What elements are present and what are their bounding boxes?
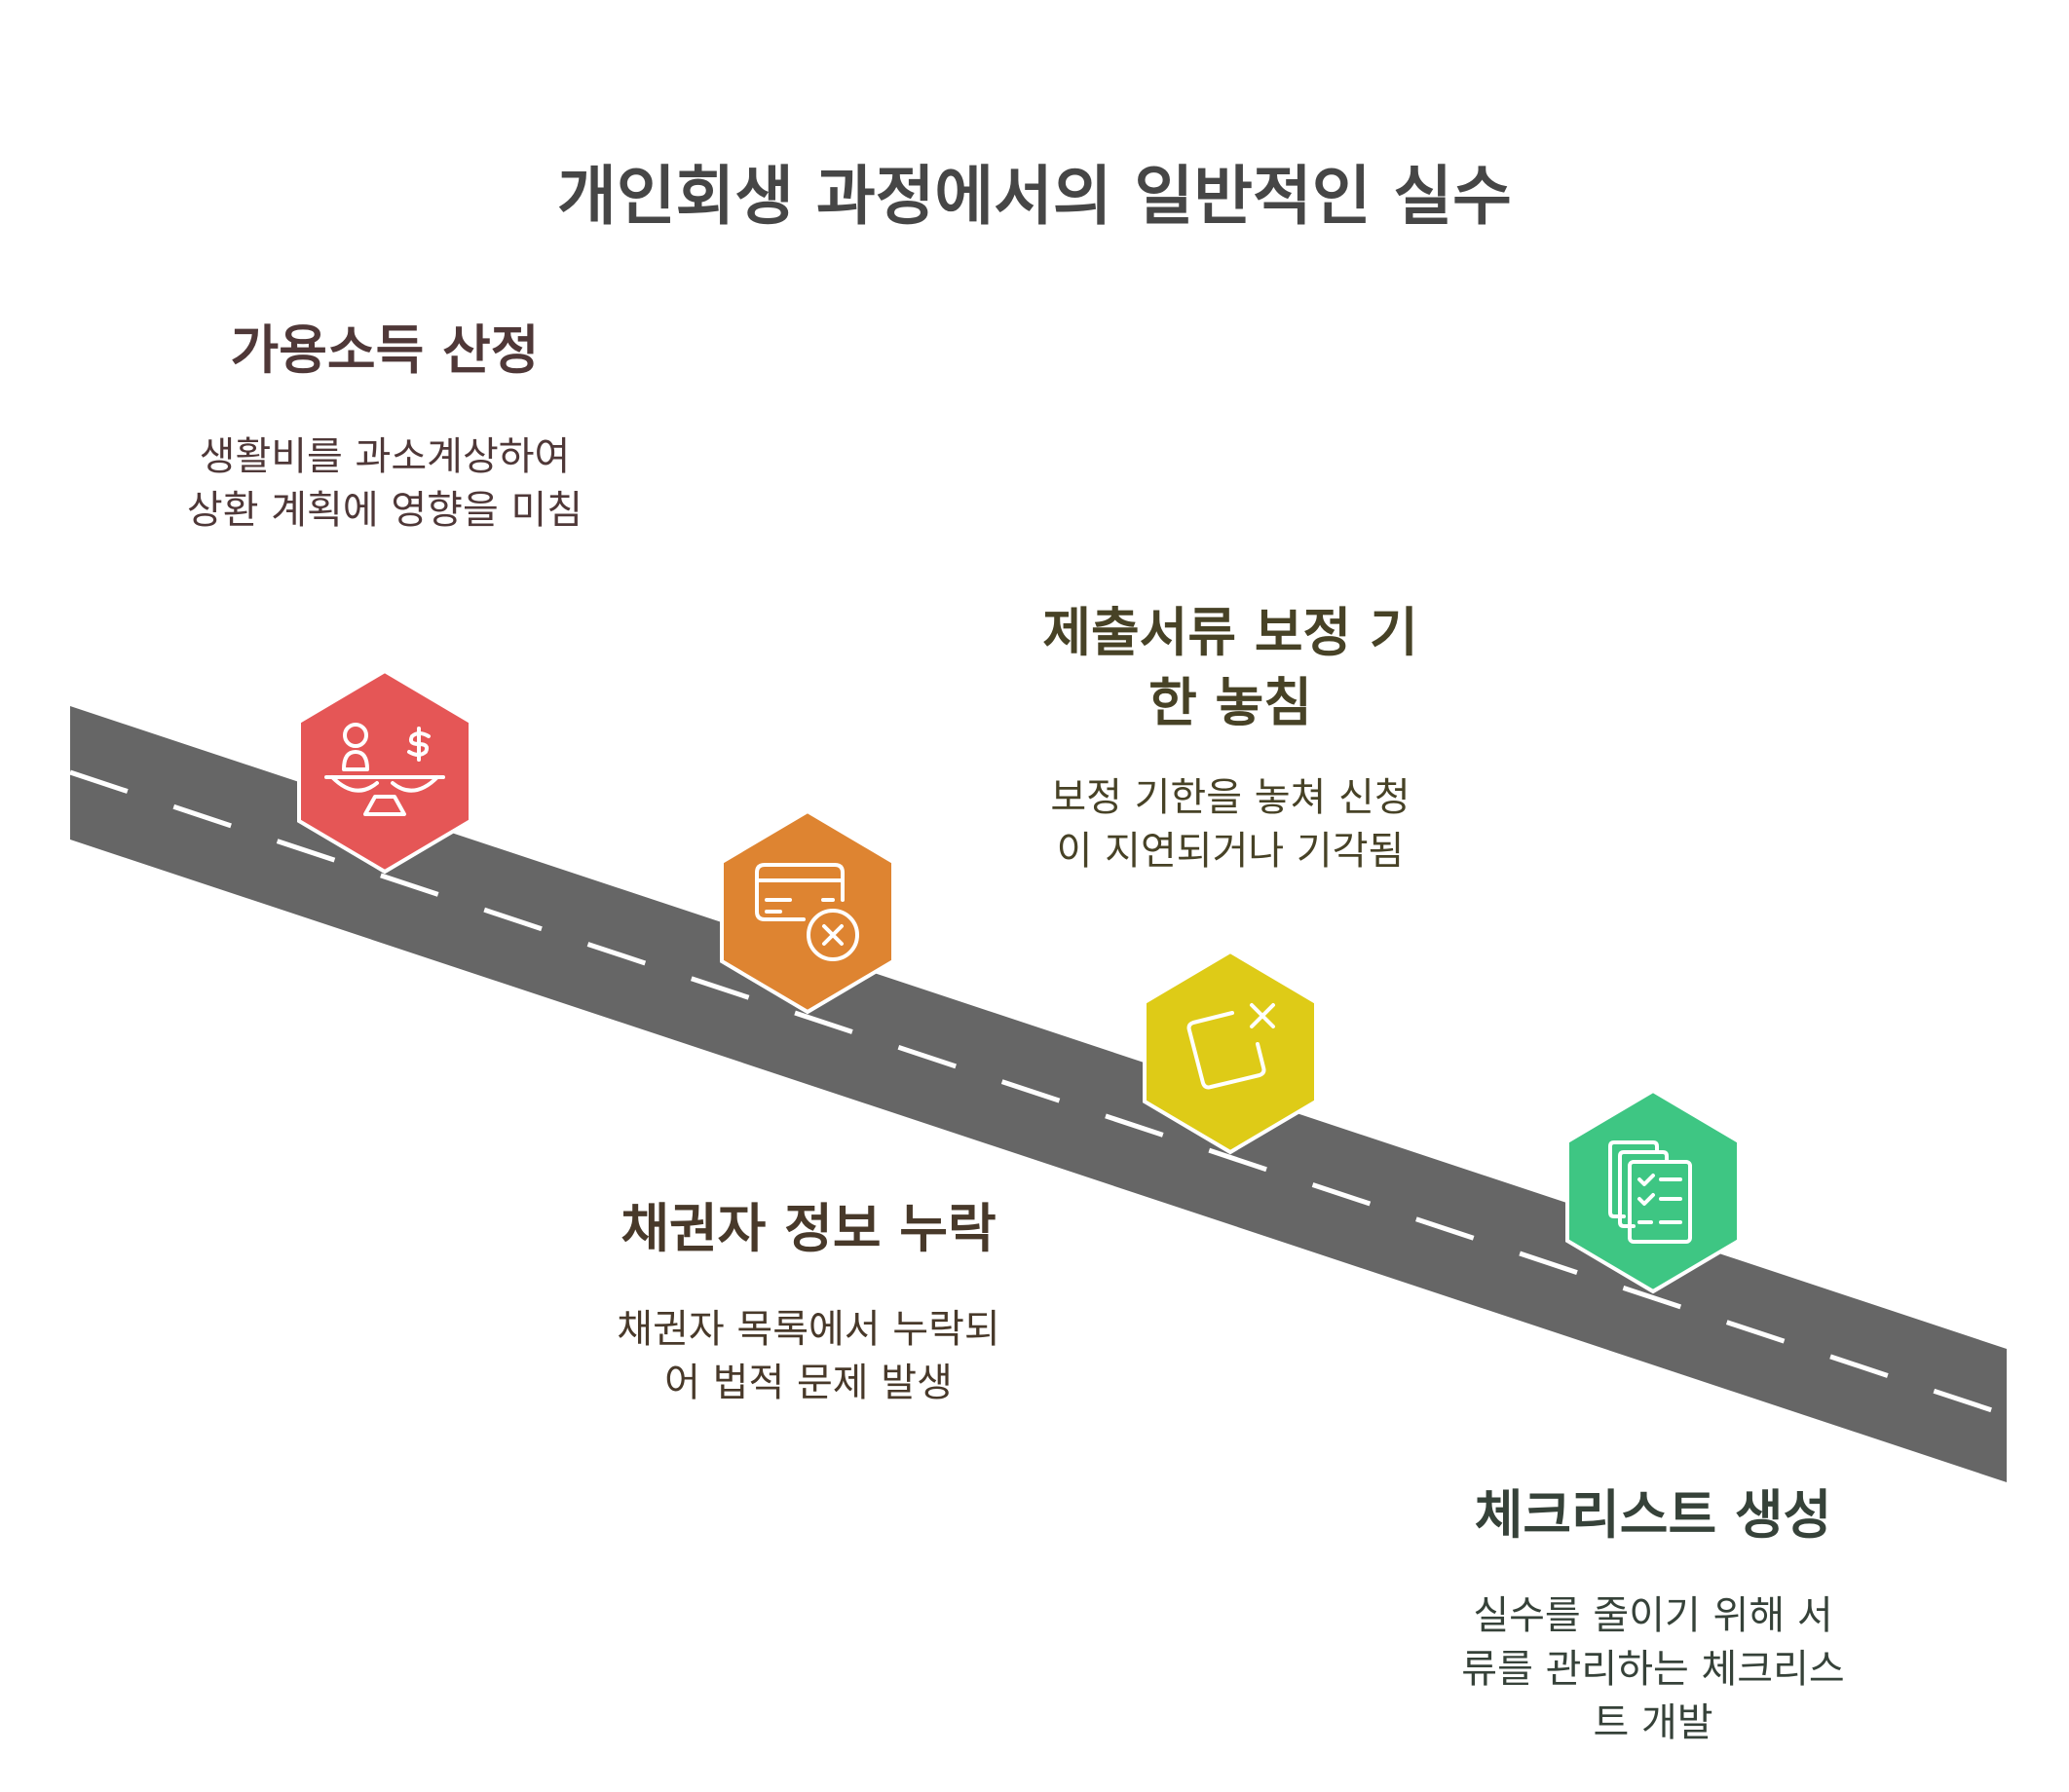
page-title: 개인회생 과정에서의 일반적인 실수 xyxy=(557,159,1512,234)
road-lane-marking xyxy=(69,769,2008,1418)
step-4-title: 체크리스트 생성 xyxy=(1474,1484,1832,1546)
step-1-description: 생활비를 과소계상하여 상환 계획에 영향을 미침 xyxy=(186,434,583,533)
step-2-marker xyxy=(720,808,895,1015)
missed-deadline-icon xyxy=(1186,1003,1275,1090)
step-3-description: 보정 기한을 놓쳐 신청이 지연되거나 기각됨 xyxy=(1050,775,1411,874)
checklist-icon xyxy=(1608,1140,1692,1244)
step-3-title: 제출서류 보정 기한 놓침 xyxy=(1042,602,1418,733)
salary-balance-icon xyxy=(324,723,445,816)
step-2-title: 채권자 정보 누락 xyxy=(621,1198,997,1259)
card-cancel-icon xyxy=(755,863,859,961)
step-4-description: 실수를 줄이기 위해 서류를 관리하는 체크리스트 개발 xyxy=(1461,1593,1845,1745)
step-1-title: 가용소득 산정 xyxy=(230,319,540,381)
step-2-description: 채권자 목록에서 누락되어 법적 문제 발생 xyxy=(617,1307,1000,1405)
step-1-marker xyxy=(297,668,472,875)
step-4-marker xyxy=(1565,1088,1741,1294)
step-3-marker xyxy=(1143,949,1318,1155)
